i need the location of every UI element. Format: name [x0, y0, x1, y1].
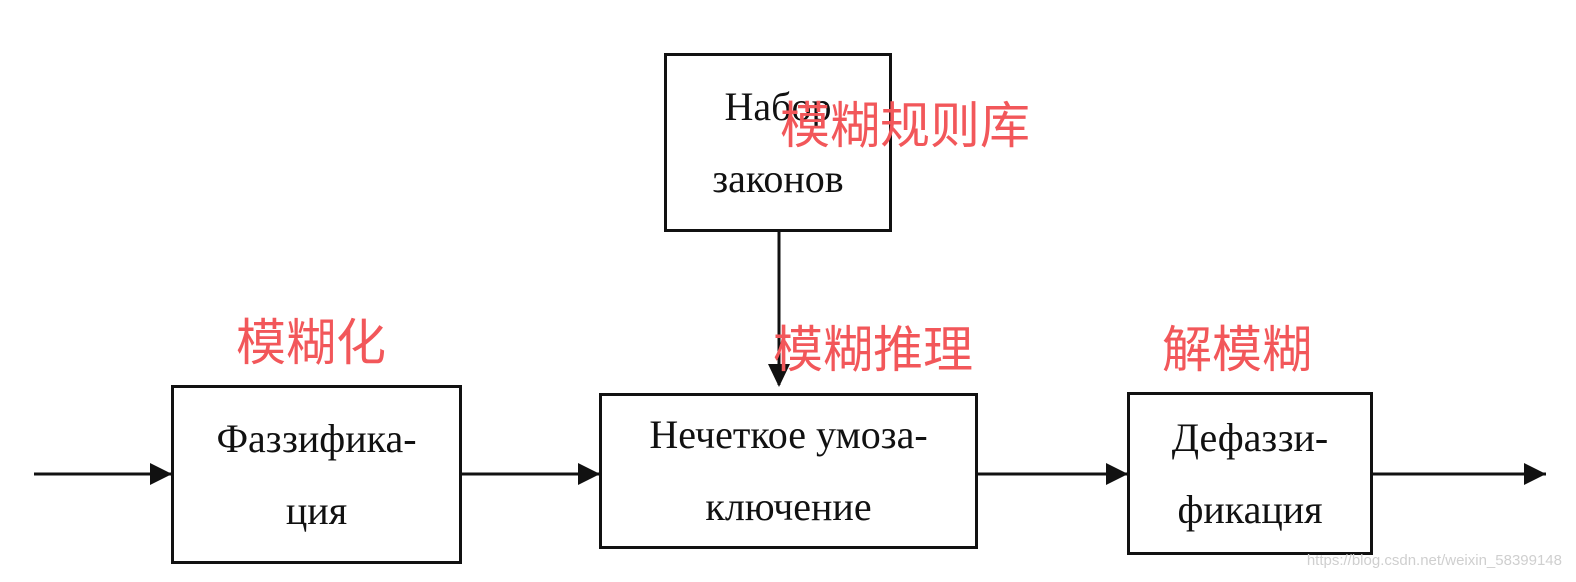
inference-chinese-label: 模糊推理 — [773, 321, 973, 379]
fuzzification-block: Фаззифика- ция — [171, 385, 462, 564]
inference-line-1: Нечеткое умоза- — [649, 412, 928, 457]
watermark: https://blog.csdn.net/weixin_58399148 — [1306, 552, 1562, 569]
defuzzification-chinese-label: 解模糊 — [1162, 321, 1312, 379]
inference-line-2: ключение — [705, 484, 872, 529]
input-arrowhead — [150, 463, 172, 485]
fuzzification-line-2: ция — [285, 487, 348, 533]
rule-base-block: Набор законов — [664, 53, 892, 232]
rule-base-line-2: законов — [712, 155, 844, 201]
defuzzification-block: Дефаззи- фикация — [1127, 392, 1373, 555]
rule-base-to-inference-arrowhead — [768, 364, 790, 387]
fuzzification-chinese-label: 模糊化 — [236, 314, 386, 372]
rule-base-chinese-label: 模糊规则库 — [780, 97, 1030, 155]
inference-block: Нечеткое умоза- ключение — [599, 393, 978, 549]
defuzzification-line-2: фикация — [1177, 486, 1323, 532]
inference-to-defuzzification-arrowhead — [1106, 463, 1128, 485]
defuzzification-line-1: Дефаззи- — [1171, 414, 1329, 460]
fuzzification-line-1: Фаззифика- — [216, 415, 417, 461]
rule-base-line-1: Набор — [724, 83, 832, 129]
fuzzification-to-inference-arrowhead — [578, 463, 600, 485]
output-arrowhead — [1524, 463, 1546, 485]
